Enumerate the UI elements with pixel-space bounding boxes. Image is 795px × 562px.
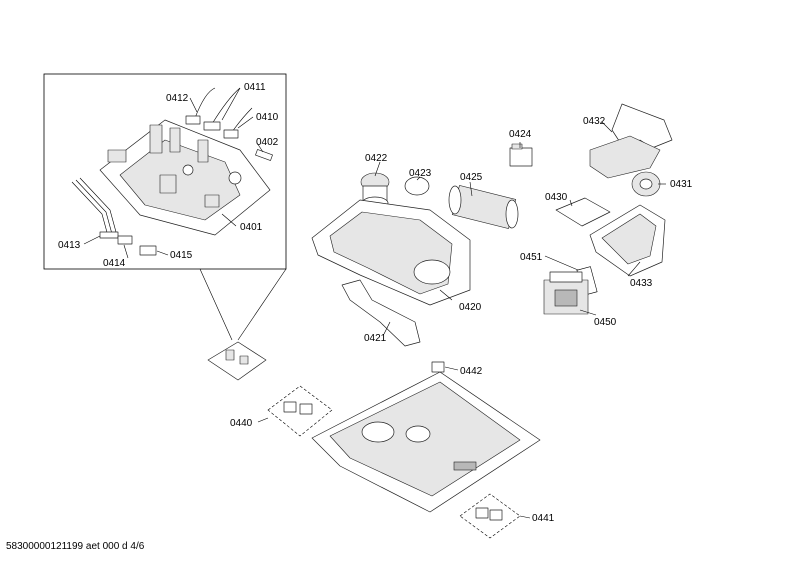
callout-0441: 0441 (532, 513, 555, 524)
wire-connector-0412 (185, 87, 216, 125)
callout-0423: 0423 (409, 168, 432, 179)
callout-0410: 0410 (256, 112, 279, 123)
callout-0411: 0411 (244, 82, 266, 93)
wire-connector-0410 (223, 107, 253, 139)
connector-0414 (117, 235, 133, 245)
callout-0442: 0442 (460, 366, 483, 377)
lamp-0423 (404, 176, 430, 196)
cover-0432 (589, 103, 673, 179)
control-board-drawing (99, 119, 271, 236)
detail-frame (43, 73, 287, 270)
callout-0414: 0414 (103, 258, 126, 269)
callout-0415: 0415 (170, 250, 193, 261)
callout-0451: 0451 (520, 252, 543, 263)
cable-harness-0413 (71, 177, 119, 239)
fuse-0402 (255, 149, 273, 161)
callout-0412: 0412 (166, 93, 189, 104)
callout-0425: 0425 (460, 172, 483, 183)
plate-0430 (555, 197, 611, 227)
callout-0440: 0440 (230, 418, 253, 429)
base-plate (311, 371, 541, 513)
duct-0421 (341, 279, 421, 347)
callout-0402: 0402 (256, 137, 279, 148)
blower-0425 (448, 185, 519, 229)
magnetron-0450 (543, 271, 589, 315)
callout-0420: 0420 (459, 302, 482, 313)
callout-0413: 0413 (58, 240, 81, 251)
callout-0430: 0430 (545, 192, 568, 203)
callout-0432: 0432 (583, 116, 606, 127)
frame-0420 (311, 199, 471, 306)
wire-connector-0411 (203, 87, 241, 131)
housing-0433 (589, 204, 666, 277)
callout-0433: 0433 (630, 278, 653, 289)
transformer-0424 (509, 143, 533, 167)
callout-0424: 0424 (509, 129, 532, 140)
callout-0422: 0422 (365, 153, 388, 164)
connector-0415 (139, 245, 157, 256)
callout-0421: 0421 (364, 333, 387, 344)
connector-0442 (431, 361, 445, 373)
switch-group-0440 (257, 385, 333, 437)
fan-0431 (631, 171, 661, 197)
callout-0450: 0450 (594, 317, 617, 328)
document-id: 58300000121199 aet 000 d 4/6 (6, 541, 145, 552)
motor-0422 (360, 172, 390, 210)
control-board-thumbnail (207, 341, 267, 381)
switch-group-0441 (459, 493, 531, 539)
callout-0401: 0401 (240, 222, 263, 233)
callout-0431: 0431 (670, 179, 693, 190)
